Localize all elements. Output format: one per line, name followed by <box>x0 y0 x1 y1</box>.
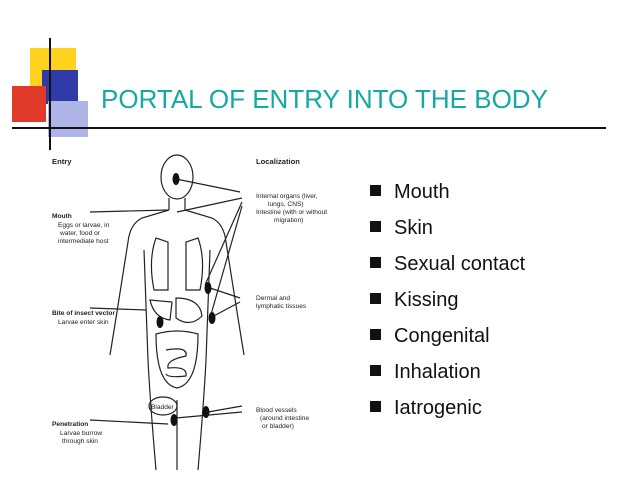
parasite-marker-leg <box>170 414 178 426</box>
parasite-marker-head <box>172 173 180 185</box>
list-item: Skin <box>370 210 525 246</box>
entry-routes-list: Mouth Skin Sexual contact Kissing Congen… <box>370 174 525 426</box>
localization-line: Blood vessels <box>256 407 297 414</box>
parasite-marker-right-shoulder <box>204 282 212 294</box>
entry-line: Larvae burrow <box>60 430 102 437</box>
list-item: Kissing <box>370 282 525 318</box>
localization-line: migration) <box>274 217 303 224</box>
left-arm-outline <box>109 209 170 356</box>
localization-heading: Localization <box>256 157 300 166</box>
list-item-label: Sexual contact <box>394 253 526 275</box>
localization-line: Internal organs (liver, <box>256 193 318 200</box>
entry-title-penetration: Penetration <box>52 421 88 428</box>
entry-heading: Entry <box>52 157 72 166</box>
large-intestine-outline <box>155 330 199 389</box>
list-item: Inhalation <box>370 354 525 390</box>
list-item-label: Skin <box>394 217 433 239</box>
entry-leader-lines <box>89 209 169 425</box>
entry-line: through skin <box>62 438 98 445</box>
localization-leader-lines-top <box>175 178 243 319</box>
list-item: Mouth <box>370 174 525 210</box>
parasite-marker-right-arm <box>208 312 216 324</box>
localization-line: lymphatic tissues <box>256 303 307 310</box>
bladder-outline <box>148 396 178 416</box>
entry-line: Larvae enter skin <box>58 319 109 326</box>
square-bullet-icon <box>370 365 381 376</box>
neck-outline <box>168 198 186 210</box>
decor-vertical-line <box>49 38 51 150</box>
list-item-label: Inhalation <box>394 361 481 383</box>
list-item: Congenital <box>370 318 525 354</box>
decor-square-blue <box>42 70 78 104</box>
square-bullet-icon <box>370 293 381 304</box>
body-entry-diagram: Entry Localization Mouth Eggs or larvae,… <box>52 154 327 470</box>
entry-line: intermediate host <box>58 238 109 245</box>
right-arm-outline <box>184 209 245 356</box>
title-underline <box>12 127 606 129</box>
square-bullet-icon <box>370 221 381 232</box>
square-bullet-icon <box>370 401 381 412</box>
list-item-label: Kissing <box>394 289 459 311</box>
entry-title-insect-bite: Bite of insect vector <box>52 310 115 317</box>
decor-square-lavender <box>48 101 88 137</box>
list-item-label: Mouth <box>394 181 450 203</box>
parasite-marker-liver <box>156 316 164 328</box>
localization-line: (around intestine <box>260 415 309 422</box>
head-outline <box>160 154 194 200</box>
localization-line: Dermal and <box>256 295 290 302</box>
localization-line: lungs, CNS) <box>268 201 304 208</box>
list-item-label: Iatrogenic <box>394 397 482 419</box>
list-item: Sexual contact <box>370 246 525 282</box>
localization-line: or bladder) <box>262 423 294 430</box>
entry-line: water, food or <box>59 230 101 237</box>
localization-line: Intestine (with or without <box>256 209 327 216</box>
square-bullet-icon <box>370 257 381 268</box>
lungs-outline <box>150 237 204 291</box>
entry-title-mouth: Mouth <box>52 213 72 220</box>
square-bullet-icon <box>370 185 381 196</box>
square-bullet-icon <box>370 329 381 340</box>
slide-title: PORTAL OF ENTRY INTO THE BODY <box>101 84 548 114</box>
entry-line: Eggs or larvae, in <box>58 222 110 229</box>
bladder-label: Bladder <box>151 404 175 411</box>
small-intestine-outline <box>165 348 187 378</box>
list-item: Iatrogenic <box>370 390 525 426</box>
decor-square-red <box>12 86 46 122</box>
parasite-marker-hip <box>202 406 210 418</box>
list-item-label: Congenital <box>394 325 490 347</box>
